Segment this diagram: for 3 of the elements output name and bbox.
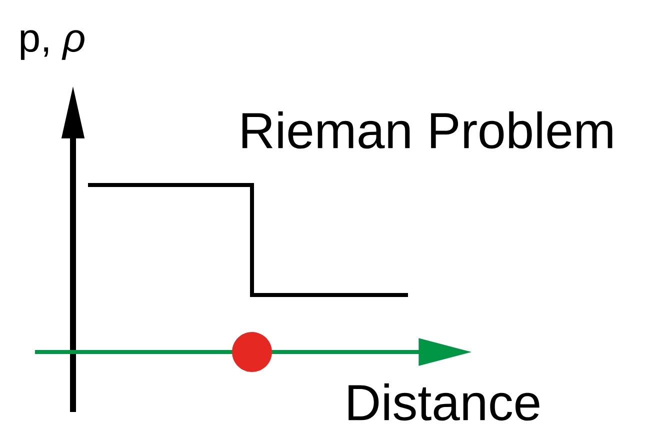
axis-label: Rieman Problem <box>242 111 612 149</box>
axis-label: p, ρ <box>20 30 84 60</box>
axis-label: Distance <box>348 383 540 421</box>
